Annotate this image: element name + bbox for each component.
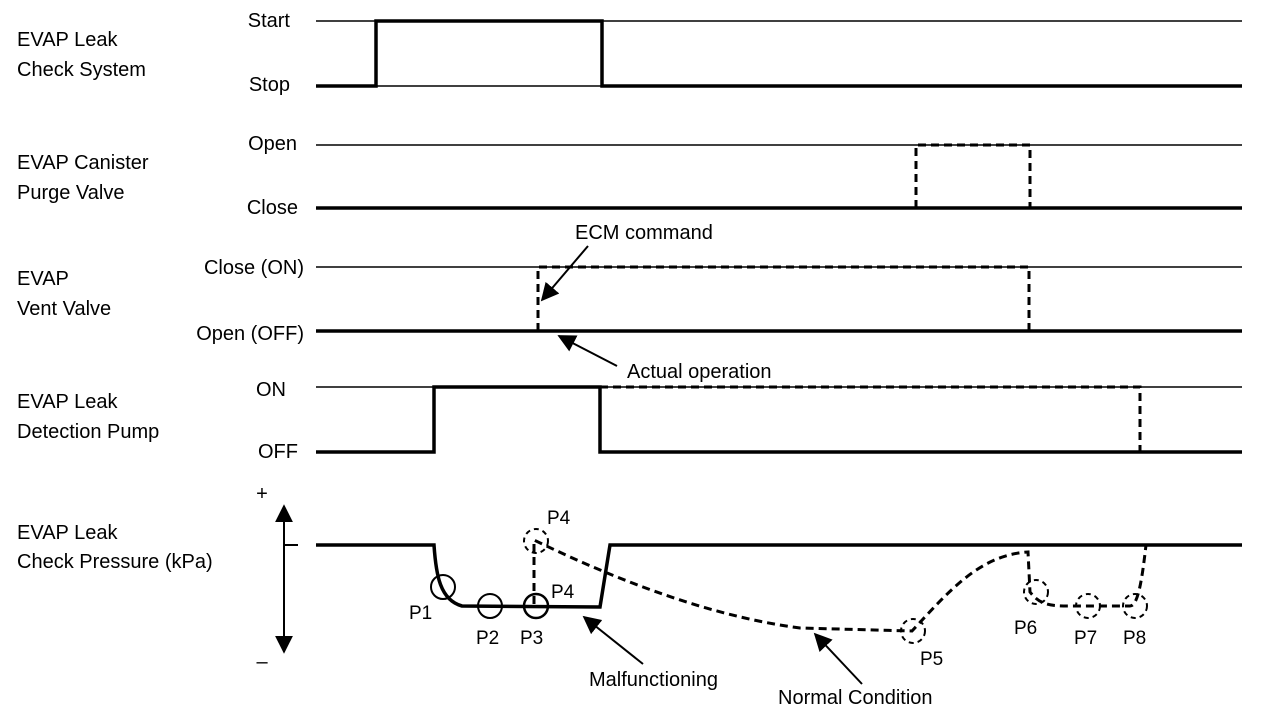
level-high-label: Open [248, 133, 297, 155]
signal-name-line1: EVAP Leak [17, 391, 118, 413]
row-vent-valve: EVAP Vent Valve Close (ON) Open (OFF) EC… [17, 222, 1242, 383]
point-marker-p6 [1023, 579, 1049, 605]
signal-trace-dashed [536, 265, 1031, 331]
point-label-p2: P2 [476, 628, 499, 649]
point-marker-p8 [1122, 593, 1148, 619]
signal-name-line1: EVAP Leak [17, 522, 118, 544]
signal-name-line2: Check System [17, 59, 146, 81]
normal-condition-annotation: Normal Condition [778, 687, 933, 709]
point-marker-p5 [900, 618, 926, 644]
signal-name-line2: Detection Pump [17, 421, 159, 443]
malfunctioning-arrow [582, 615, 644, 665]
malfunctioning-annotation: Malfunctioning [589, 669, 718, 691]
ecm-command-annotation: ECM command [575, 222, 713, 244]
signal-trace-dashed [600, 385, 1142, 452]
signal-name-line1: EVAP Canister [17, 152, 149, 174]
signal-name-line2: Purge Valve [17, 182, 124, 204]
point-label-p1: P1 [409, 603, 432, 624]
level-high-label: Close (ON) [204, 257, 304, 279]
point-label-p6: P6 [1014, 618, 1037, 639]
point-marker-p4-top [523, 528, 549, 554]
point-label-p5: P5 [920, 649, 943, 670]
signal-trace-solid [316, 385, 1242, 454]
point-label-p8: P8 [1123, 628, 1146, 649]
point-marker-p1 [430, 574, 456, 600]
actual-operation-arrow [557, 335, 618, 367]
signal-trace-dashed [914, 143, 1032, 208]
point-marker-p3 [522, 592, 550, 620]
pressure-trace-malfunction [316, 543, 1242, 609]
signal-name-line1: EVAP [17, 268, 69, 290]
axis-plus-label: + [256, 483, 268, 505]
point-label-p7: P7 [1074, 628, 1097, 649]
level-low-label: Stop [249, 74, 290, 96]
point-label-p4-low: P4 [551, 582, 575, 603]
level-low-label: OFF [258, 441, 298, 463]
signal-name-line1: EVAP Leak [17, 29, 118, 51]
signal-name-line2: Check Pressure (kPa) [17, 551, 213, 573]
row-purge-valve: EVAP Canister Purge Valve Open Close [17, 133, 1242, 219]
row-leak-check-system: EVAP Leak Check System Start Stop [17, 10, 1242, 96]
axis-minus-label: – [256, 651, 268, 673]
point-label-p3: P3 [520, 628, 543, 649]
level-low-label: Close [247, 197, 298, 219]
level-low-label: Open (OFF) [196, 323, 304, 345]
pressure-trace-normal [532, 537, 1148, 633]
row-leak-detection-pump: EVAP Leak Detection Pump ON OFF [17, 379, 1242, 463]
signal-trace-solid [316, 19, 1242, 88]
normal-condition-arrow [813, 632, 863, 685]
ecm-command-arrow [540, 245, 589, 302]
point-marker-p2 [477, 593, 503, 619]
level-high-label: ON [256, 379, 286, 401]
level-high-label: Start [248, 10, 291, 32]
row-leak-check-pressure: EVAP Leak Check Pressure (kPa) + – P1 P2… [17, 483, 1242, 709]
point-marker-p7 [1075, 593, 1101, 619]
signal-name-line2: Vent Valve [17, 298, 111, 320]
point-label-p4-top: P4 [547, 508, 571, 529]
actual-operation-annotation: Actual operation [627, 361, 772, 383]
